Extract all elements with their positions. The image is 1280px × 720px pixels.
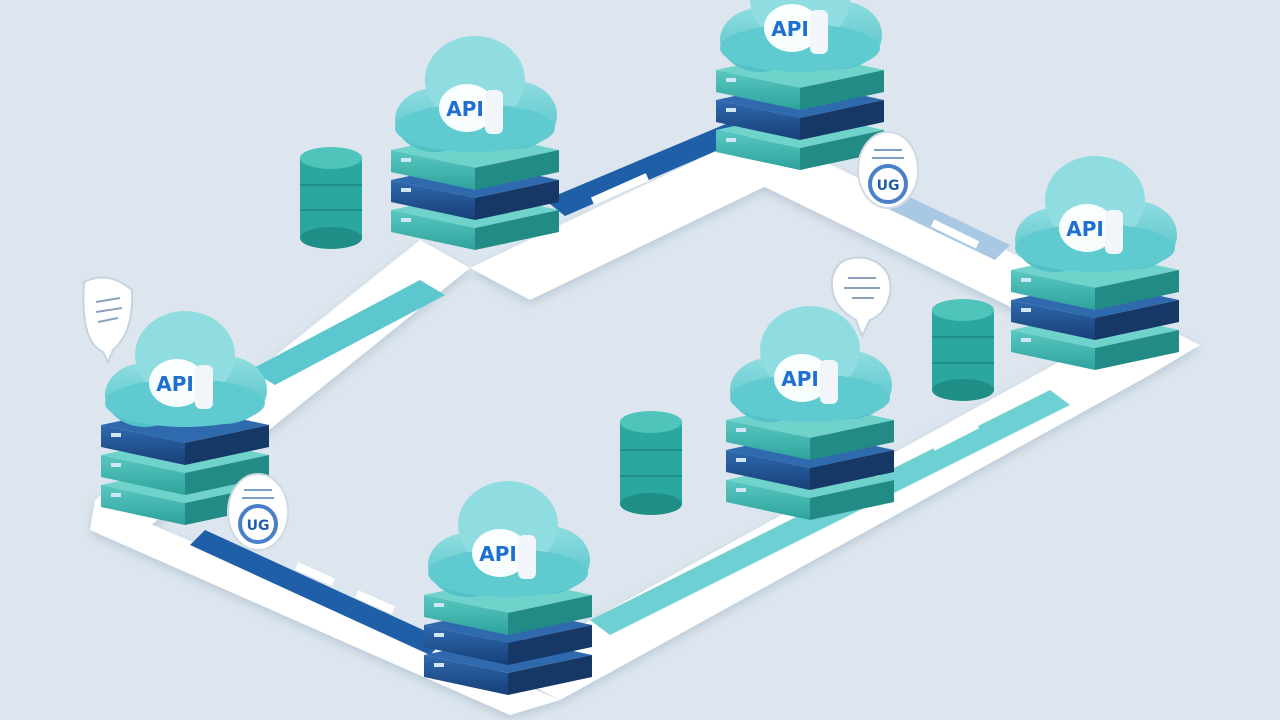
server-block-right bbox=[810, 420, 894, 460]
database-icon bbox=[620, 411, 682, 515]
server-led bbox=[111, 463, 121, 467]
server-block-right bbox=[810, 480, 894, 520]
server-block-left bbox=[391, 150, 475, 190]
database-icon bbox=[932, 299, 994, 401]
server-led bbox=[736, 458, 746, 462]
chat-bubble-icon bbox=[82, 276, 134, 365]
server-led bbox=[434, 603, 444, 607]
server-led bbox=[1021, 278, 1031, 282]
server-led bbox=[726, 138, 736, 142]
server-led bbox=[401, 188, 411, 192]
server-led bbox=[1021, 308, 1031, 312]
server-led bbox=[726, 78, 736, 82]
path-dash-right bbox=[930, 219, 980, 249]
path-dash-bottom-left-2 bbox=[355, 590, 395, 614]
api-label: API bbox=[479, 542, 517, 566]
server-node: API bbox=[716, 0, 884, 170]
server-block-right bbox=[508, 595, 592, 635]
database-icon bbox=[300, 147, 362, 249]
server-block-left bbox=[391, 210, 475, 250]
server-block-right bbox=[475, 180, 559, 220]
chat-bubble-icon bbox=[830, 256, 892, 339]
server-node: API bbox=[1011, 156, 1179, 370]
server-block-left bbox=[424, 625, 508, 665]
server-block-right bbox=[508, 655, 592, 695]
path-dash-top bbox=[590, 173, 650, 205]
server-block-right bbox=[810, 450, 894, 490]
path-dash-bottom-left-1 bbox=[295, 562, 335, 586]
server-block-left bbox=[1011, 270, 1095, 310]
path-cyan-top-left bbox=[250, 280, 445, 385]
server-led bbox=[736, 428, 746, 432]
path-navy-top bbox=[545, 118, 760, 216]
server-block-right bbox=[475, 150, 559, 190]
server-block-left bbox=[1011, 330, 1095, 370]
server-block-left bbox=[101, 485, 185, 525]
server-block-left bbox=[101, 425, 185, 465]
server-block-left bbox=[726, 450, 810, 490]
server-block-left bbox=[726, 480, 810, 520]
server-block-left bbox=[424, 595, 508, 635]
server-block-left bbox=[716, 130, 800, 170]
server-led bbox=[401, 158, 411, 162]
server-block-right bbox=[800, 130, 884, 170]
server-block-left bbox=[726, 420, 810, 460]
api-label: API bbox=[781, 367, 819, 391]
server-led bbox=[111, 493, 121, 497]
server-block-left bbox=[101, 455, 185, 495]
server-led bbox=[434, 663, 444, 667]
server-block-right bbox=[800, 100, 884, 140]
server-led bbox=[736, 488, 746, 492]
server-block-left bbox=[716, 70, 800, 110]
path-navy-bottom-left bbox=[190, 530, 445, 655]
server-node: API bbox=[101, 311, 269, 525]
api-label: API bbox=[771, 17, 809, 41]
server-led bbox=[434, 633, 444, 637]
server-node: API bbox=[424, 481, 592, 695]
badge-glyph: UG bbox=[877, 178, 900, 194]
track-top-right bbox=[470, 130, 820, 300]
server-block-left bbox=[716, 100, 800, 140]
server-led bbox=[1021, 338, 1031, 342]
shield-badge-icon: UG bbox=[227, 473, 289, 551]
server-block-left bbox=[424, 655, 508, 695]
server-block-right bbox=[185, 455, 269, 495]
server-block-left bbox=[1011, 300, 1095, 340]
server-block-left bbox=[391, 180, 475, 220]
path-dash-bottom-right bbox=[930, 421, 980, 451]
server-block-right bbox=[508, 625, 592, 665]
server-node: API bbox=[391, 36, 559, 250]
shield-badge-icon: UG bbox=[857, 131, 919, 209]
api-label: API bbox=[1066, 217, 1104, 241]
api-label: API bbox=[156, 372, 194, 396]
server-block-right bbox=[800, 70, 884, 110]
api-label: API bbox=[446, 97, 484, 121]
badge-glyph: UG bbox=[247, 518, 270, 534]
server-block-right bbox=[1095, 330, 1179, 370]
server-block-right bbox=[1095, 270, 1179, 310]
server-block-right bbox=[185, 425, 269, 465]
server-led bbox=[111, 433, 121, 437]
server-block-right bbox=[1095, 300, 1179, 340]
cloud-icon bbox=[1015, 156, 1177, 272]
server-led bbox=[726, 108, 736, 112]
server-block-right bbox=[475, 210, 559, 250]
server-led bbox=[401, 218, 411, 222]
server-node: API bbox=[726, 306, 894, 520]
